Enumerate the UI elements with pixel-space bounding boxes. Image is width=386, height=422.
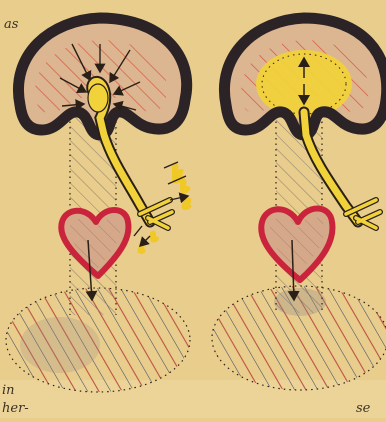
handwriting-top-left: as [4, 18, 18, 31]
handwriting-bottom-left-2: her- [2, 402, 29, 415]
handwriting-bottom-left-1: in [2, 384, 15, 397]
handwriting-bottom-right: se [356, 402, 370, 415]
